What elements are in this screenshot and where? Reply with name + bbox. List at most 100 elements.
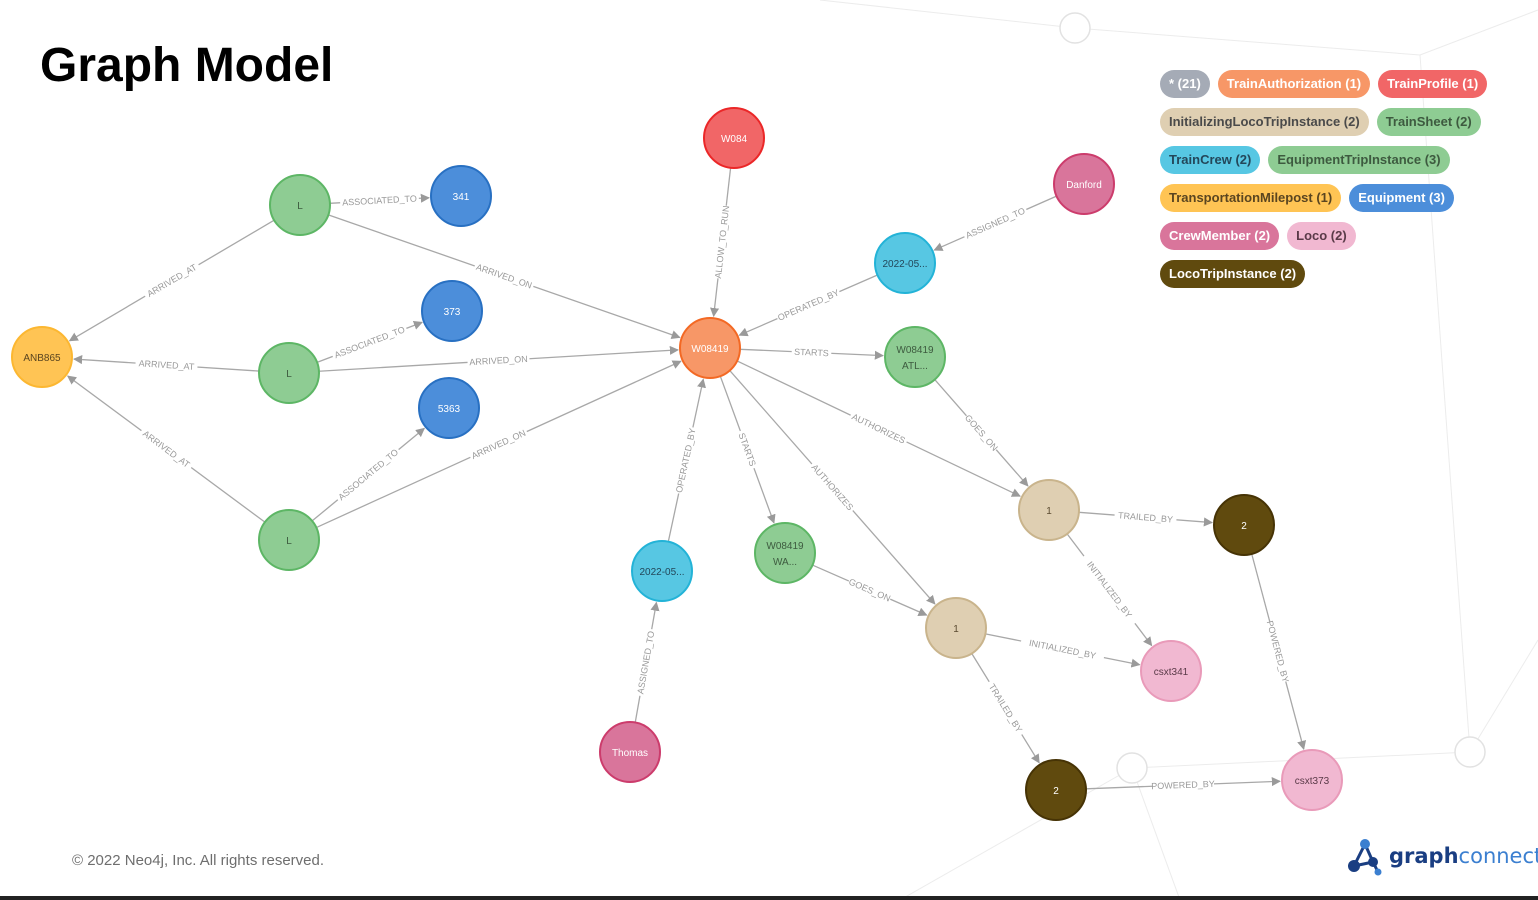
graph-node[interactable]: 2022-05... [631, 540, 693, 602]
node-circle[interactable] [1018, 479, 1080, 541]
relationship-label: TRAILED_BY [1114, 509, 1177, 526]
graph-node[interactable]: Thomas [599, 721, 661, 783]
node-circle[interactable] [1140, 640, 1202, 702]
node-caption: W084 [721, 134, 748, 145]
relationship-label: AUTHORIZES [848, 409, 910, 448]
node-circle[interactable] [754, 522, 816, 584]
relationship-label: STARTS [734, 428, 760, 471]
legend-row: CrewMember (2)Loco (2) [1160, 222, 1520, 250]
graph-node[interactable]: 1 [1018, 479, 1080, 541]
node-circle[interactable] [430, 165, 492, 227]
graph-node[interactable]: L [269, 174, 331, 236]
node-circle[interactable] [1025, 759, 1087, 821]
node-circle[interactable] [258, 509, 320, 571]
legend-label-pill[interactable]: * (21) [1160, 70, 1210, 98]
legend-row: * (21)TrainAuthorization (1)TrainProfile… [1160, 70, 1520, 98]
graph-node[interactable]: 373 [421, 280, 483, 342]
relationship-label: ALLOW_TO_RUN [711, 204, 733, 280]
relationship-type-text: OPERATED_BY [674, 427, 698, 493]
legend-label-pill[interactable]: Loco (2) [1287, 222, 1356, 250]
relationship-type-text: INITIALIZED_BY [1085, 560, 1134, 620]
relationship-type-text: ASSIGNED_TO [964, 206, 1026, 241]
node-caption: 373 [444, 307, 461, 318]
graph-node[interactable]: L [258, 509, 320, 571]
legend-row: LocoTripInstance (2) [1160, 260, 1520, 288]
node-circle[interactable] [679, 317, 741, 379]
node-circle[interactable] [599, 721, 661, 783]
relationship-label: OPERATED_BY [775, 286, 842, 325]
relationship-label: ARRIVED_AT [142, 259, 202, 302]
relationship-label: ASSIGNED_TO [962, 203, 1029, 243]
graph-node[interactable]: W084 [703, 107, 765, 169]
node-circle[interactable] [418, 377, 480, 439]
legend-label-pill[interactable]: CrewMember (2) [1160, 222, 1280, 250]
legend-label-pill[interactable]: LocoTripInstance (2) [1160, 260, 1306, 288]
copyright-text: © 2022 Neo4j, Inc. All rights reserved. [72, 852, 325, 869]
graph-node[interactable]: L [258, 342, 320, 404]
graph-node[interactable]: 2 [1213, 494, 1275, 556]
graph-node[interactable]: Danford [1053, 153, 1115, 215]
relationship-label: POWERED_BY [1263, 620, 1292, 684]
node-circle[interactable] [258, 342, 320, 404]
graph-nodes-icon [1348, 839, 1382, 876]
graph-node[interactable]: ANB865 [11, 326, 73, 388]
graph-node[interactable]: csxt341 [1140, 640, 1202, 702]
node-circle[interactable] [925, 597, 987, 659]
node-circle[interactable] [703, 107, 765, 169]
relationship-label: AUTHORIZES [807, 460, 858, 515]
relationship-label: ARRIVED_AT [135, 357, 198, 374]
node-circle[interactable] [11, 326, 73, 388]
relationship-label: INITIALIZED_BY [1079, 552, 1140, 627]
node-caption: L [286, 369, 292, 380]
relationship-label: ASSIGNED_TO [634, 628, 658, 697]
relationship-type-text: ARRIVED_AT [145, 262, 199, 299]
legend-label-pill[interactable]: TrainCrew (2) [1160, 146, 1261, 174]
graph-node[interactable]: 5363 [418, 377, 480, 439]
node-circle[interactable] [269, 174, 331, 236]
node-circle[interactable] [1281, 749, 1343, 811]
relationship-label: GOES_ON [846, 575, 893, 605]
node-circle[interactable] [1213, 494, 1275, 556]
graph-node[interactable]: 2022-05... [874, 232, 936, 294]
graph-node[interactable]: csxt373 [1281, 749, 1343, 811]
relationship-type-text: GOES_ON [963, 413, 1000, 453]
legend-label-pill[interactable]: EquipmentTripInstance (3) [1268, 146, 1450, 174]
legend-label-pill[interactable]: TransportationMilepost (1) [1160, 184, 1342, 212]
node-circle[interactable] [631, 540, 693, 602]
relationship-type-text: GOES_ON [847, 577, 892, 604]
node-caption: L [286, 536, 292, 547]
legend-label-pill[interactable]: Equipment (3) [1349, 184, 1454, 212]
node-circle[interactable] [421, 280, 483, 342]
relationship-label: ASSOCIATED_TO [339, 192, 420, 209]
node-circle[interactable] [874, 232, 936, 294]
node-caption: 2 [1241, 521, 1247, 532]
node-circle[interactable] [1053, 153, 1115, 215]
legend-label-pill[interactable]: InitializingLocoTripInstance (2) [1160, 108, 1369, 136]
relationship-type-text: ARRIVED_AT [138, 358, 195, 372]
node-caption: 2022-05... [882, 259, 927, 270]
graph-node[interactable]: 341 [430, 165, 492, 227]
graph-node[interactable]: 2 [1025, 759, 1087, 821]
relationship-type-text: STARTS [794, 347, 829, 359]
relationship-label: STARTS [791, 345, 832, 360]
legend-label-pill[interactable]: TrainProfile (1) [1378, 70, 1488, 98]
graph-node[interactable]: 1 [925, 597, 987, 659]
label-legend: * (21)TrainAuthorization (1)TrainProfile… [1160, 70, 1520, 298]
legend-label-pill[interactable]: TrainAuthorization (1) [1217, 70, 1371, 98]
legend-label-pill[interactable]: TrainSheet (2) [1376, 108, 1481, 136]
relationship-type-text: INITIALIZED_BY [1028, 638, 1097, 661]
relationship-type-text: POWERED_BY [1151, 779, 1215, 791]
relationship-type-text: ARRIVED_ON [475, 262, 534, 291]
graph-node[interactable]: W08419 [679, 317, 741, 379]
relationship-label: ASSOCIATED_TO [330, 322, 409, 362]
page-title: Graph Model [40, 39, 334, 92]
legend-row: InitializingLocoTripInstance (2)TrainShe… [1160, 108, 1520, 136]
node-circle[interactable] [884, 326, 946, 388]
relationship-type-text: ARRIVED_ON [469, 354, 528, 367]
relationship-label: ARRIVED_AT [137, 425, 195, 473]
